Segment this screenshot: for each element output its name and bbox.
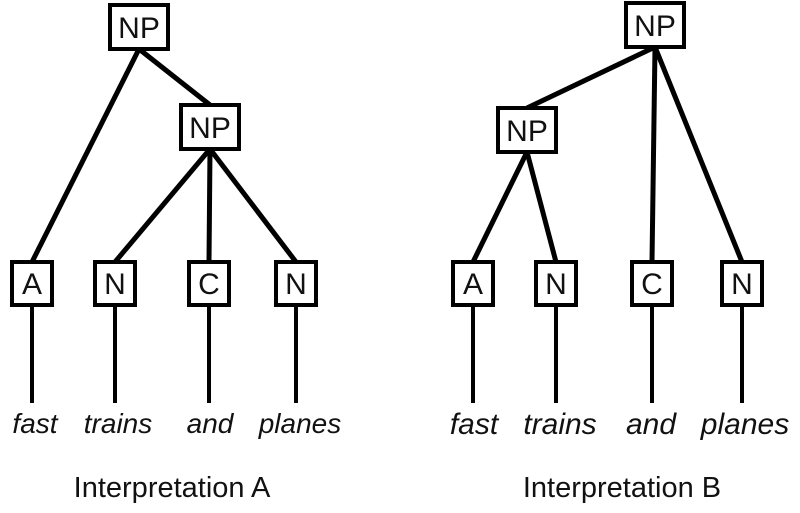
node-box — [720, 260, 764, 307]
terminal-word: fast — [12, 408, 58, 439]
node-box — [496, 106, 558, 154]
node-box — [534, 260, 578, 307]
tree-node-a[interactable]: A — [10, 260, 54, 307]
node-box — [630, 260, 674, 307]
node-box — [179, 103, 241, 151]
tree-node-n[interactable]: N — [274, 260, 318, 307]
tree-node-a[interactable]: A — [451, 260, 495, 307]
edges-layer — [29, 44, 745, 264]
tree-node-n[interactable]: N — [534, 260, 578, 307]
tree-caption: Interpretation A — [74, 472, 271, 504]
tree-node-np[interactable]: NP — [108, 3, 170, 51]
node-label: N — [104, 268, 126, 301]
tree-node-np[interactable]: NP — [624, 1, 686, 49]
node-label: C — [641, 268, 663, 301]
terminal-word: trains — [523, 408, 596, 441]
terminal-word: planes — [258, 408, 342, 439]
node-label: A — [22, 268, 42, 301]
node-label: NP — [118, 12, 160, 45]
node-box — [624, 1, 686, 49]
tree-edge — [206, 148, 213, 263]
node-box — [108, 3, 170, 51]
tree-caption: Interpretation B — [523, 472, 721, 504]
node-label: NP — [506, 115, 548, 148]
tree-edge — [649, 46, 658, 263]
terminal-word: trains — [84, 408, 152, 439]
node-label: N — [285, 268, 307, 301]
tree-edge — [524, 151, 559, 263]
node-box — [187, 260, 231, 307]
tree-edge — [525, 44, 657, 111]
node-label: C — [198, 268, 220, 301]
node-box — [10, 260, 54, 307]
terminal-stems-layer — [30, 305, 744, 403]
tree-node-c[interactable]: C — [187, 260, 231, 307]
tree-edge — [652, 46, 745, 263]
tree-edge — [470, 150, 530, 264]
node-label: NP — [634, 10, 676, 43]
tree-node-n[interactable]: N — [93, 260, 137, 307]
node-label: N — [545, 268, 567, 301]
nodes-layer: NP NP A N C N NP NP A N C N — [10, 1, 764, 307]
node-label: A — [463, 268, 483, 301]
tree-node-n[interactable]: N — [720, 260, 764, 307]
terminal-word: fast — [450, 408, 500, 441]
node-box — [93, 260, 137, 307]
node-label: N — [731, 268, 753, 301]
terminal-word: and — [626, 408, 677, 441]
node-box — [274, 260, 318, 307]
tree-edge — [137, 47, 212, 107]
captions-layer: Interpretation A Interpretation B — [74, 472, 721, 504]
tree-edge — [29, 47, 142, 264]
tree-node-c[interactable]: C — [630, 260, 674, 307]
tree-edge — [208, 147, 298, 264]
terminal-word: and — [187, 408, 235, 439]
node-box — [451, 260, 495, 307]
tree-node-np[interactable]: NP — [496, 106, 558, 154]
tree-edge — [113, 147, 212, 264]
node-label: NP — [189, 112, 231, 145]
words-layer: fast trains and planes fast trains and planes — [12, 408, 789, 441]
terminal-word: planes — [700, 408, 789, 441]
tree-node-np[interactable]: NP — [179, 103, 241, 151]
